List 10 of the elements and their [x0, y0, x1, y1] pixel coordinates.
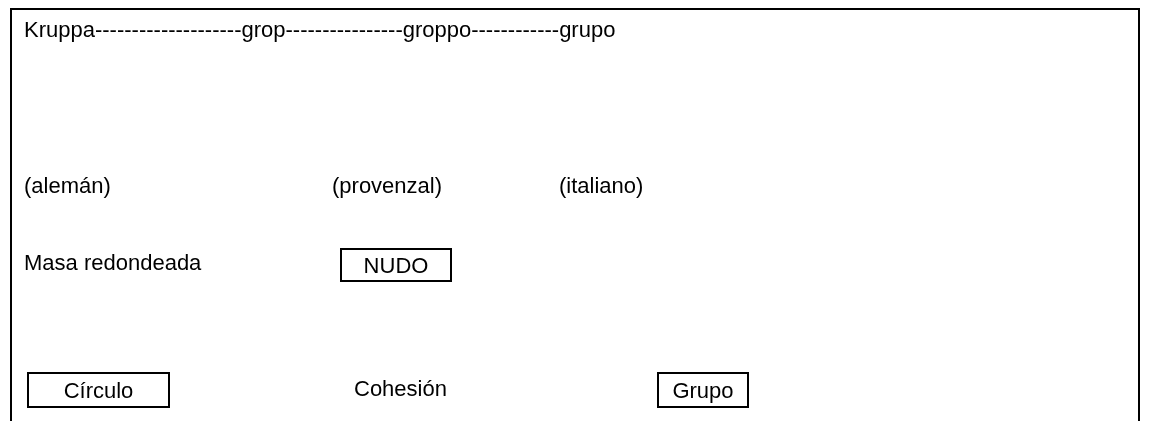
meaning-text: Masa redondeada	[24, 249, 202, 277]
term-box: Grupo	[657, 372, 749, 408]
frame-box	[10, 8, 1140, 421]
term-box: NUDO	[340, 248, 452, 282]
language-note: (italiano)	[559, 172, 644, 200]
language-note: (alemán)	[24, 172, 111, 200]
term-box: Círculo	[27, 372, 170, 408]
etymology-line: Kruppa--------------------grop----------------groppo------------grupo	[24, 16, 616, 44]
language-note: (provenzal)	[332, 172, 443, 200]
concept-text: Cohesión	[354, 375, 447, 403]
